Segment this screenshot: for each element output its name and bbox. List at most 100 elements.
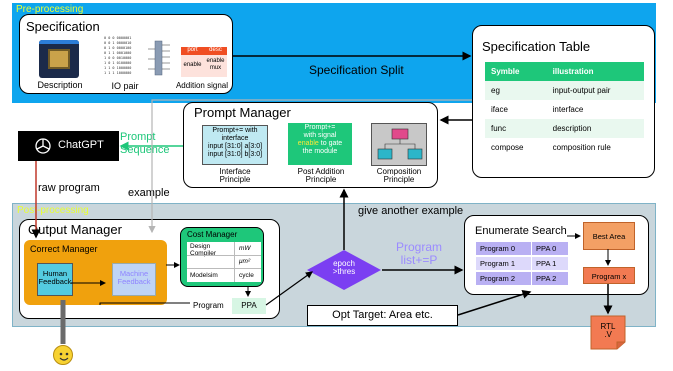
output-manager-title: Output Manager <box>28 222 122 237</box>
composition-principle-box <box>371 123 427 166</box>
interface-line: input [31:0] a[3:0] <box>207 143 263 151</box>
user-smiley-icon <box>53 345 73 365</box>
human-feedback-box: Human Feedback <box>37 263 73 296</box>
feedback-line: Feedback <box>38 276 72 286</box>
prompt-manager-card: Prompt Manager Prompt+= with interface i… <box>183 102 438 188</box>
epoch-condition-label: epoch >thres <box>306 259 382 277</box>
chatgpt-label: ChatGPT <box>58 139 104 151</box>
cost-manager-title: Cost Manager <box>187 230 238 239</box>
svg-text:0 1 0 0000100: 0 1 0 0000100 <box>104 46 131 50</box>
program-ppa-list: Program 0 PPA 0 Program 1 PPA 1 Program … <box>476 242 568 286</box>
add-header-desc: desc <box>204 47 227 55</box>
spec-cell: eg <box>491 86 500 95</box>
description-caption: Description <box>37 80 83 90</box>
give-another-example-label: give another example <box>358 205 464 217</box>
caption-line: Principle <box>305 175 337 185</box>
svg-text:0 0 0 0000001: 0 0 0 0000001 <box>104 36 131 40</box>
post-addition-principle-box: Prompt+= with signal enable to gate the … <box>288 123 352 165</box>
rtl-label: RTL .V <box>590 322 626 340</box>
ppa-cell: PPA 0 <box>532 242 568 255</box>
cost-unit-cell: μm² <box>239 258 251 265</box>
svg-text:0 0 1 0000010: 0 0 1 0000010 <box>104 41 131 45</box>
opt-target-label: Opt Target: Area etc. <box>332 309 433 321</box>
spec-cell: input-output pair <box>552 86 611 95</box>
interface-principle-box: Prompt+= with interface input [31:0] a[3… <box>202 125 268 165</box>
post-enable-word: enable <box>297 140 319 148</box>
enumerate-search-card: Enumerate Search Program 0 PPA 0 Program… <box>464 215 649 295</box>
specification-split-label: Specification Split <box>309 63 404 77</box>
prompt-manager-title: Prompt Manager <box>194 105 291 120</box>
post-line: the module <box>302 148 338 156</box>
correct-manager-box: Correct Manager Human Feedback Machine F… <box>24 240 167 305</box>
epoch-line: >thres <box>332 267 356 277</box>
cost-tool-cell: Modelsim <box>190 272 218 279</box>
program-list-line: Program <box>396 240 443 254</box>
cost-unit-cell: cycle <box>239 272 254 279</box>
output-manager-card: Output Manager Correct Manager Human Fee… <box>19 219 280 319</box>
spec-cell: description <box>552 124 592 133</box>
spec-cell: composition rule <box>552 143 611 152</box>
machine-feedback-box: Machine Feedback <box>112 263 156 296</box>
interface-line: Prompt+= with <box>212 127 258 134</box>
post-processing-label: Post-processing <box>17 205 89 216</box>
feedback-line: Feedback <box>117 276 151 286</box>
specification-table-card: Specification Table Symble illustration … <box>472 25 655 178</box>
spec-symbol-table: Symble illustration eg input-output pair… <box>485 62 644 157</box>
add-cell-desc: enable mux <box>204 55 227 77</box>
program-list-line: list+=P <box>400 253 438 268</box>
spec-header-symbol: Symble <box>491 67 520 76</box>
specification-table-title: Specification Table <box>482 39 591 54</box>
example-label: example <box>128 187 170 199</box>
addition-signal-table: port desc enable enable mux <box>181 47 227 77</box>
spec-cell: func <box>491 124 507 133</box>
specification-title: Specification <box>26 19 100 34</box>
add-cell-port: enable <box>181 55 204 77</box>
correct-manager-title: Correct Manager <box>30 244 98 254</box>
post-line: to gate <box>320 140 343 148</box>
rtl-document: RTL .V <box>590 315 626 350</box>
program-cell: Program 1 <box>476 257 531 270</box>
chatgpt-box: ChatGPT <box>18 131 119 161</box>
prompt-sequence-label: Prompt Sequence <box>120 131 170 156</box>
program-list-label: Program list+=P <box>396 240 443 268</box>
rtl-line: .V <box>604 330 612 340</box>
enumerate-search-title: Enumerate Search <box>475 225 567 237</box>
program-cell: Program 0 <box>476 242 531 255</box>
program-cell: Program 2 <box>476 272 531 285</box>
spec-cell: interface <box>552 105 584 114</box>
program-x-box: Program x <box>583 267 635 284</box>
rtl-line: RTL <box>600 322 616 331</box>
epoch-decision-diamond: epoch >thres <box>306 249 382 291</box>
svg-text:1 0 1 0100000: 1 0 1 0100000 <box>104 61 131 65</box>
interface-principle-caption: Interface Principle <box>202 167 268 185</box>
best-area-box: Best Area <box>583 222 635 250</box>
opt-target-box: Opt Target: Area etc. <box>307 305 458 326</box>
post-line: Prompt+= <box>304 124 336 131</box>
caption-line: Principle <box>383 175 415 185</box>
epoch-line: epoch <box>333 259 355 268</box>
add-header-port: port <box>181 47 204 55</box>
cost-manager-box: Cost Manager Design Compiler mW μm² Mode… <box>180 227 264 287</box>
feedback-line: Human <box>42 269 68 278</box>
cost-metrics-table: Design Compiler mW μm² Modelsim cycle <box>187 242 261 282</box>
chip-image <box>39 40 79 78</box>
composition-principle-caption: Composition Principle <box>367 167 431 185</box>
spec-cell: iface <box>491 105 508 114</box>
io-pair-caption: IO pair <box>111 81 139 91</box>
cost-unit-cell: mW <box>239 245 251 252</box>
spec-cell: compose <box>491 143 524 152</box>
prompt-sequence-line: Sequence <box>120 143 170 156</box>
caption-line: Principle <box>219 175 251 185</box>
cost-tool-cell: Design Compiler <box>190 243 217 257</box>
post-line: with signal <box>303 132 337 140</box>
prompt-sequence-line: Prompt <box>120 131 156 143</box>
svg-text:1 1 1 1000000: 1 1 1 1000000 <box>104 71 131 75</box>
svg-text:0 1 1 0001000: 0 1 1 0001000 <box>104 51 131 55</box>
mux-symbol <box>148 39 172 77</box>
ppa-cell: PPA 2 <box>532 272 568 285</box>
spec-header-illustration: illustration <box>552 67 594 76</box>
program-label: Program <box>193 301 224 310</box>
interface-line: input [31:0] b[3:0] <box>207 151 263 159</box>
